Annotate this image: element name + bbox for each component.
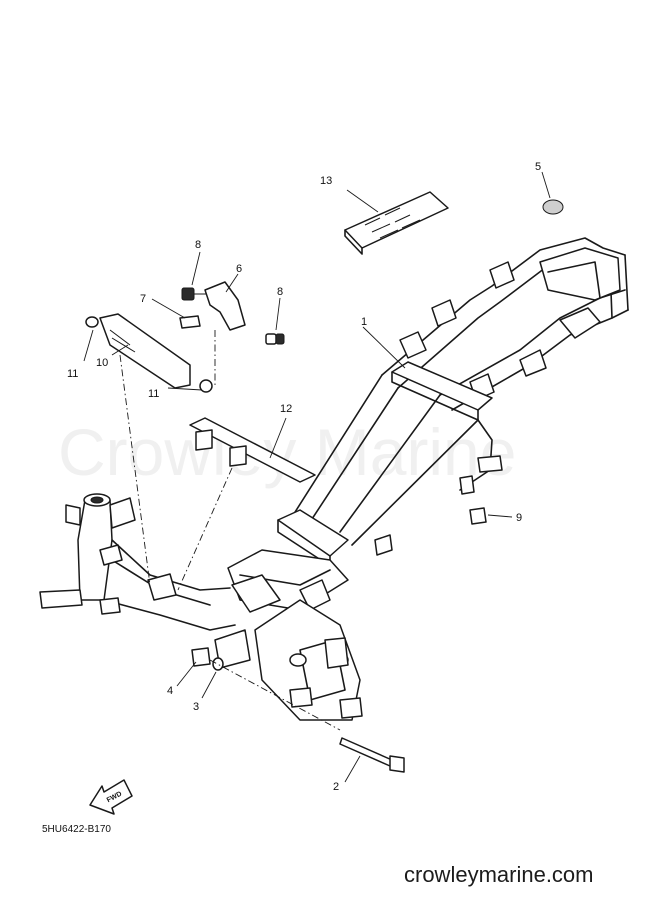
callout-8-right: 8 (277, 286, 283, 298)
callout-6: 6 (236, 263, 242, 275)
part-3-washer (212, 657, 224, 671)
part-12-plate (189, 417, 316, 483)
part-5-cap (542, 199, 564, 215)
callout-7: 7 (140, 293, 146, 305)
callout-2: 2 (333, 781, 339, 793)
callout-10: 10 (96, 357, 108, 369)
callout-1: 1 (361, 316, 367, 328)
main-frame (39, 237, 629, 721)
part-13-pad (344, 191, 449, 255)
drawing-code: 5HU6422-B170 (42, 824, 111, 835)
part-4-nut (191, 647, 211, 667)
callout-13: 13 (320, 175, 332, 187)
part-11-grommet-left (85, 316, 99, 328)
part-9-nut (469, 507, 487, 525)
part-8-bolt-upper (181, 287, 206, 301)
forward-arrow-icon: FWD (89, 779, 133, 815)
callout-11-left: 11 (67, 368, 78, 380)
callout-4: 4 (167, 685, 173, 697)
callout-3: 3 (193, 701, 199, 713)
part-8-bolt-right (265, 333, 285, 345)
part-6-bracket (204, 281, 246, 331)
part-11-grommet-center (199, 379, 213, 393)
callout-12: 12 (280, 403, 292, 415)
website-text: crowleymarine.com (404, 862, 594, 887)
part-7-clip (179, 315, 201, 329)
callout-8-upper: 8 (195, 239, 201, 251)
part-10-cover (99, 313, 191, 389)
callout-9: 9 (516, 512, 522, 524)
watermark: Crowley Marine (58, 415, 516, 489)
callout-11-center: 11 (148, 388, 159, 400)
part-2-bolt (339, 737, 405, 773)
callout-5: 5 (535, 161, 541, 173)
